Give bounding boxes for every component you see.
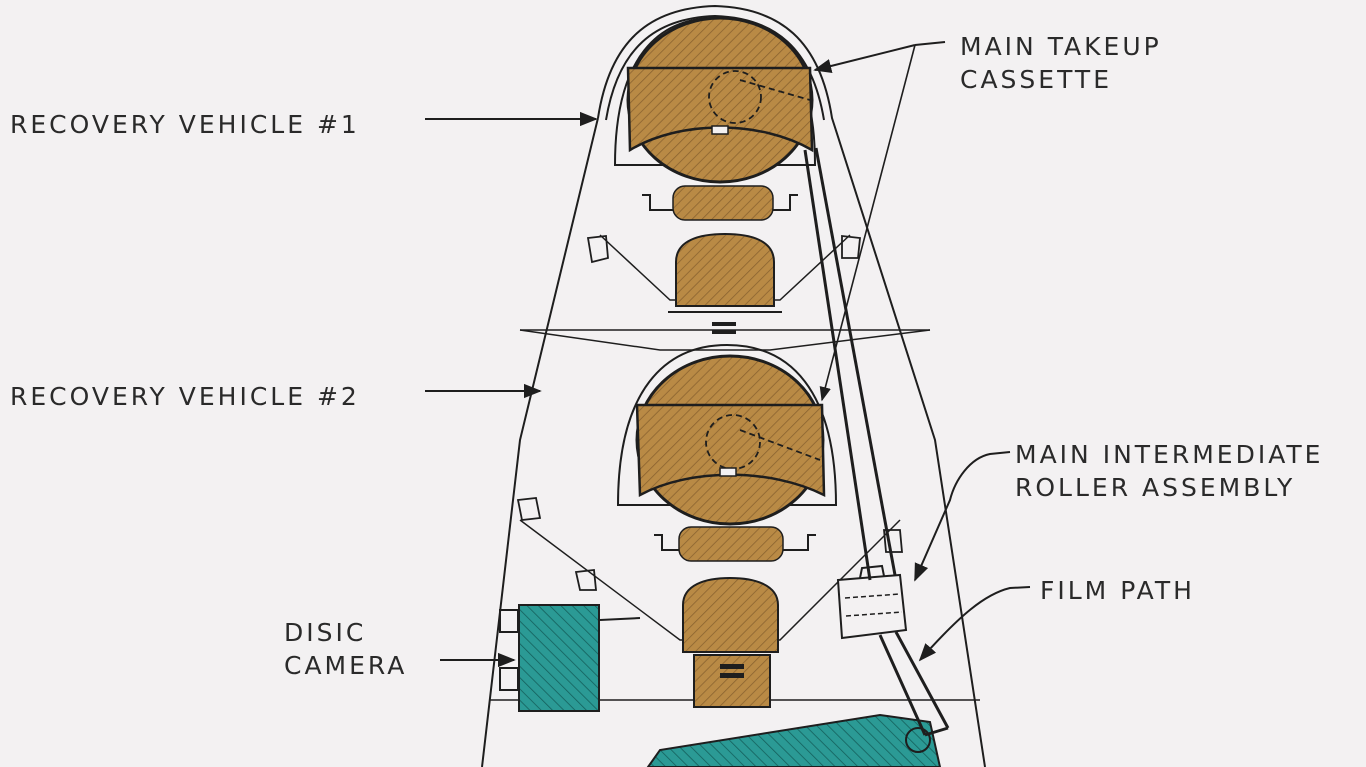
- leader-lines: [425, 41, 1031, 668]
- label-recovery-vehicle-1: RECOVERY VEHICLE #1: [10, 110, 360, 139]
- label-disic-line2: CAMERA: [284, 651, 407, 680]
- label-main-takeup-line1: MAIN TAKEUP: [960, 32, 1162, 61]
- disic-camera: [499, 604, 641, 712]
- recovery-vehicle-1: [586, 16, 861, 334]
- label-disic-line1: DISIC: [284, 618, 366, 647]
- main-camera-body: [646, 713, 942, 767]
- main-intermediate-roller-assembly: [836, 564, 908, 640]
- label-film-path: FILM PATH: [1040, 576, 1195, 605]
- label-recovery-vehicle-2: RECOVERY VEHICLE #2: [10, 382, 360, 411]
- recovery-vehicle-2: [516, 343, 903, 708]
- label-main-intermediate-line2: ROLLER ASSEMBLY: [1015, 473, 1295, 502]
- label-main-intermediate-line1: MAIN INTERMEDIATE: [1015, 440, 1323, 469]
- film-path: [803, 147, 950, 737]
- label-main-takeup-line2: CASSETTE: [960, 65, 1112, 94]
